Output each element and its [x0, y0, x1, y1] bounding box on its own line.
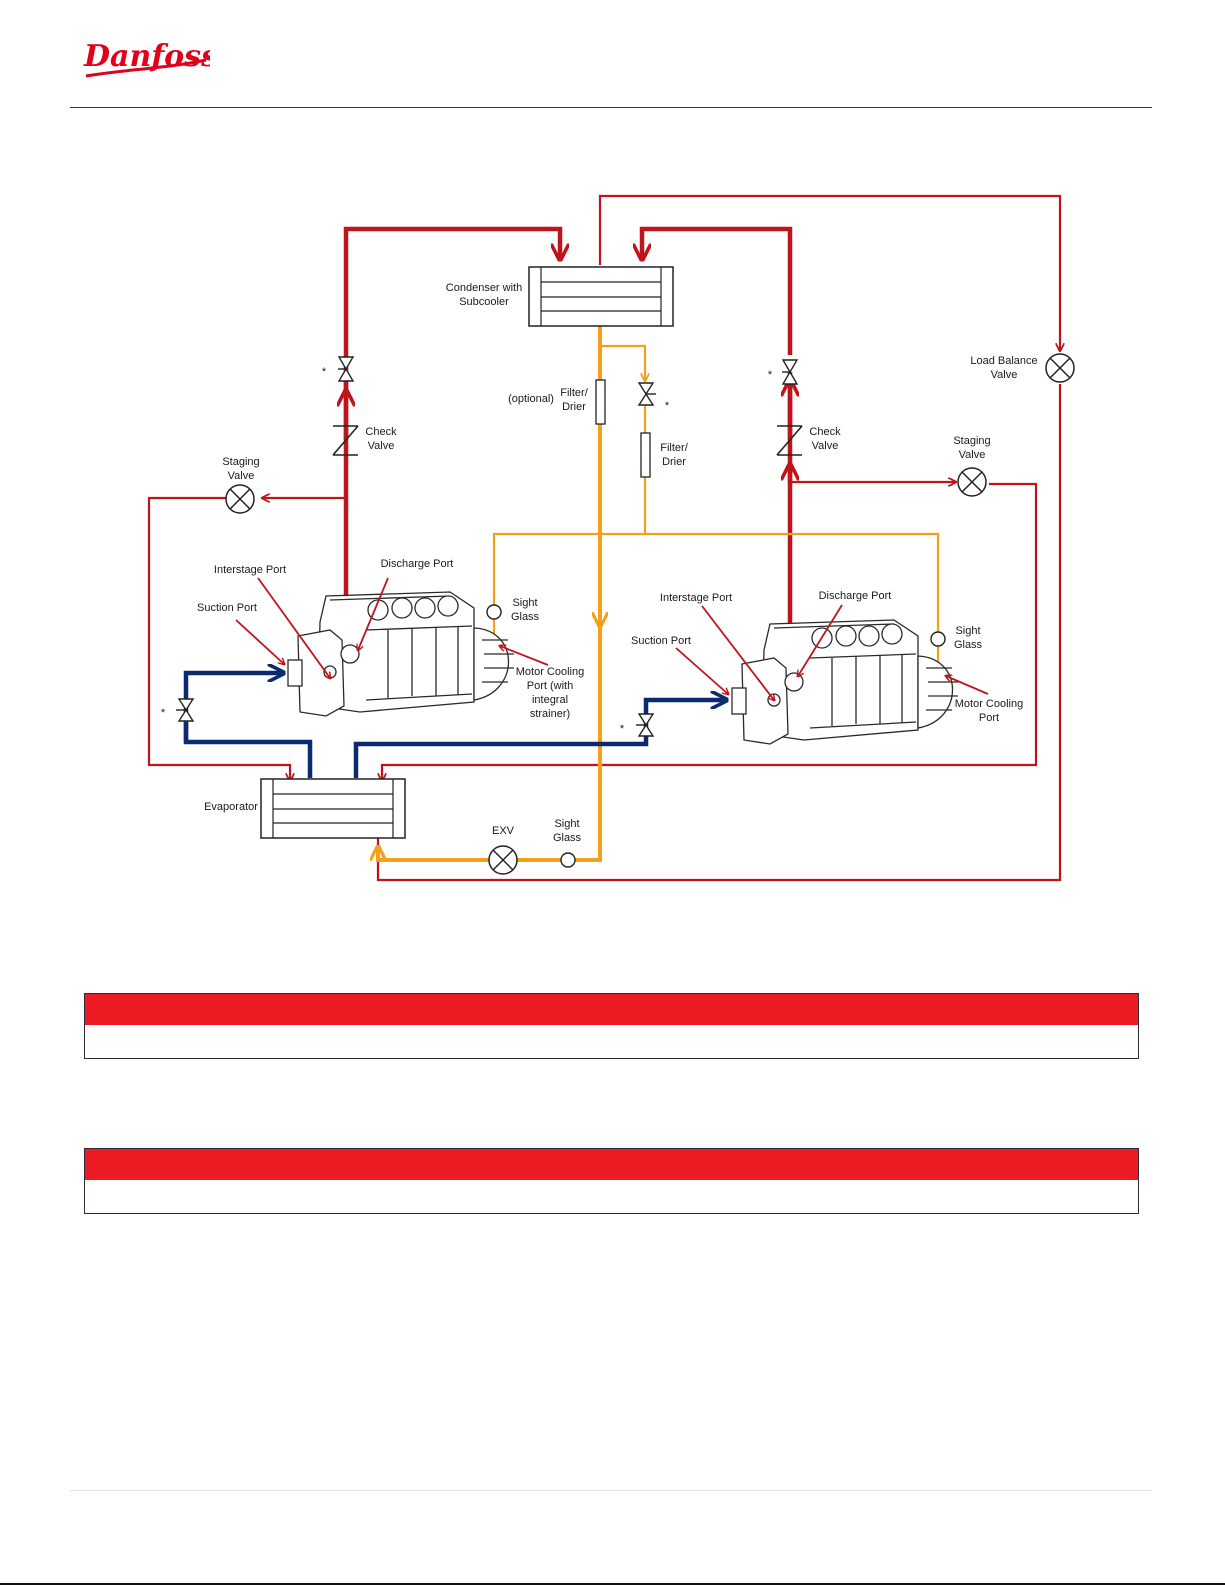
filter-drier-2-label-1: Filter/ — [660, 442, 688, 454]
check-valve-left-label-1: Check — [365, 426, 397, 438]
sight-glass-left — [486, 604, 502, 620]
notice-header-bar-2 — [85, 1149, 1138, 1180]
notice-box-1 — [84, 993, 1139, 1059]
leader-motor-cooling-right — [946, 676, 989, 695]
load-balance-label-2: Valve — [991, 369, 1018, 381]
sight-glass-left-label-1: Sight — [512, 597, 537, 609]
bottom-rule — [0, 1583, 1225, 1585]
notice-body-2 — [85, 1180, 1138, 1213]
condenser-label-2: Subcooler — [459, 296, 509, 308]
service-valve-liquid — [637, 382, 656, 406]
filter-drier-1-label-1: Filter/ — [560, 387, 588, 399]
leader-interstage-right — [701, 605, 774, 700]
exv-valve — [488, 845, 518, 875]
evaporator — [260, 778, 406, 839]
notice-header-bar-1 — [85, 994, 1138, 1025]
asterisk-1: * — [322, 366, 327, 378]
danfoss-logo: Danfoss — [83, 39, 210, 78]
leader-discharge-right — [798, 604, 843, 676]
compressor-left — [287, 591, 514, 717]
condenser-label-1: Condenser with — [446, 282, 522, 294]
notice-box-2 — [84, 1148, 1139, 1214]
condenser — [528, 266, 674, 327]
header-rule — [70, 107, 1152, 108]
service-valve-right-suction — [636, 713, 655, 737]
motor-cooling-left-label-3: integral — [532, 694, 568, 706]
interstage-right-label: Interstage Port — [660, 592, 732, 604]
staging-valve-left — [225, 484, 255, 514]
leader-motor-cooling-left — [500, 646, 549, 666]
check-valve-right — [776, 425, 803, 456]
asterisk-2: * — [768, 369, 773, 381]
check-valve-right-label-1: Check — [809, 426, 841, 438]
compressor-right — [731, 619, 958, 745]
optional-label: (optional) — [508, 393, 554, 405]
asterisk-3: * — [665, 400, 670, 412]
staging-valve-right — [957, 467, 987, 497]
filter-drier-2-label-2: Drier — [662, 456, 686, 468]
leader-discharge-left — [358, 577, 389, 650]
sight-glass-bottom — [560, 852, 576, 868]
check-valve-right-label-2: Valve — [812, 440, 839, 452]
leader-suction-left — [235, 619, 284, 664]
motor-cooling-right-label-1: Motor Cooling — [955, 698, 1023, 710]
interstage-left-label: Interstage Port — [214, 564, 286, 576]
asterisk-5: * — [620, 723, 625, 735]
service-valve-left-discharge — [337, 356, 355, 382]
suction-left-label: Suction Port — [197, 602, 257, 614]
thick-red-lines — [346, 226, 790, 665]
exv-label: EXV — [492, 825, 515, 837]
sight-glass-bottom-label-1: Sight — [554, 818, 579, 830]
suction-right-label: Suction Port — [631, 635, 691, 647]
refrigeration-circuit-diagram: Condenser with Subcooler Evaporator (opt… — [147, 194, 1075, 882]
load-balance-valve — [1045, 353, 1075, 383]
check-valve-left — [332, 425, 359, 456]
staging-right-label-1: Staging — [953, 435, 990, 447]
sight-glass-right — [930, 631, 946, 647]
evaporator-label: Evaporator — [204, 801, 258, 813]
sight-glass-left-label-2: Glass — [511, 611, 540, 623]
staging-left-label-2: Valve — [228, 470, 255, 482]
sight-glass-right-label-1: Sight — [955, 625, 980, 637]
filter-drier-1-label-2: Drier — [562, 401, 586, 413]
discharge-right-label: Discharge Port — [819, 590, 892, 602]
staging-right-label-2: Valve — [959, 449, 986, 461]
service-valve-right-discharge — [781, 359, 799, 385]
leader-suction-right — [675, 647, 728, 694]
filter-drier — [640, 432, 651, 478]
asterisk-4: * — [161, 707, 166, 719]
motor-cooling-left-label-1: Motor Cooling — [516, 666, 584, 678]
motor-cooling-right-label-2: Port — [979, 712, 999, 724]
sight-glass-right-label-2: Glass — [954, 639, 983, 651]
footer-rule — [70, 1490, 1152, 1491]
logo-wordmark: Danfoss — [83, 39, 210, 74]
motor-cooling-left-label-2: Port (with — [527, 680, 573, 692]
filter-drier-optional — [595, 379, 606, 425]
service-valve-left-suction — [176, 698, 195, 722]
notice-body-1 — [85, 1025, 1138, 1058]
sight-glass-bottom-label-2: Glass — [553, 832, 582, 844]
motor-cooling-left-label-4: strainer) — [530, 708, 570, 720]
check-valve-left-label-2: Valve — [368, 440, 395, 452]
discharge-left-label: Discharge Port — [381, 558, 454, 570]
load-balance-label-1: Load Balance — [970, 355, 1037, 367]
staging-left-label-1: Staging — [222, 456, 259, 468]
leader-interstage-left — [257, 577, 330, 678]
